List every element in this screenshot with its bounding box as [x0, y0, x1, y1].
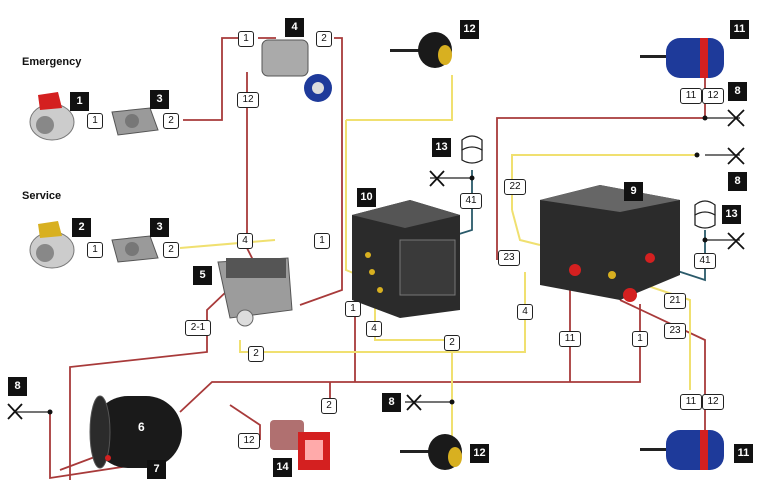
tag-8-left: 8 [8, 377, 27, 396]
tag-12-bottom: 12 [470, 444, 489, 463]
tag-8-right-mid: 8 [728, 172, 747, 191]
brake-chamber-top [390, 32, 452, 68]
relay-valve [217, 257, 293, 327]
port-service-2: 2 [163, 242, 179, 258]
line-filter-emergency [111, 107, 159, 136]
port-5-2-1: 2-1 [185, 320, 211, 336]
tag-3-service: 3 [150, 218, 169, 237]
sensor-13b [694, 200, 716, 229]
port-emergency-1: 1 [87, 113, 103, 129]
port-emergency-2: 2 [163, 113, 179, 129]
tag-2: 2 [72, 218, 91, 237]
port-11top-11: 11 [680, 88, 702, 104]
exhaust-markers [7, 109, 745, 420]
port-14-12: 12 [238, 433, 260, 449]
port-9-21: 21 [664, 293, 686, 309]
port-9-1: 1 [632, 331, 648, 347]
spring-chamber-top [640, 38, 724, 78]
air-tank [89, 395, 182, 469]
port-9-11: 11 [559, 331, 581, 347]
tag-5: 5 [193, 266, 212, 285]
tag-8-right-top: 8 [728, 82, 747, 101]
port-4-1: 1 [238, 31, 254, 47]
port-10-4: 4 [366, 321, 382, 337]
port-5-4: 4 [237, 233, 253, 249]
junction-dots [47, 115, 708, 415]
emergency-coupling [29, 92, 75, 141]
port-4-12: 12 [237, 92, 259, 108]
tag-3-emergency: 3 [150, 90, 169, 109]
ebs-modulator-unit [540, 185, 680, 302]
tag-10: 10 [357, 188, 376, 207]
tag-13-left: 13 [432, 138, 451, 157]
port-11top-12: 12 [702, 88, 724, 104]
port-11bottom-12: 12 [702, 394, 724, 410]
tag-14: 14 [273, 458, 292, 477]
port-9-23: 23 [498, 250, 520, 266]
spring-chamber-bottom [640, 430, 724, 470]
brake-chamber-bottom [400, 434, 462, 470]
port-11bottom-11: 11 [680, 394, 702, 410]
abs-modulator-unit [352, 200, 460, 318]
port-14-2: 2 [321, 398, 337, 414]
service-label: Service [22, 190, 62, 202]
tag-13-right: 13 [722, 205, 741, 224]
tag-4: 4 [285, 18, 304, 37]
park-valve [261, 39, 332, 102]
port-9-4: 4 [517, 304, 533, 320]
tag-7: 7 [147, 460, 166, 479]
port-9-41: 41 [694, 253, 716, 269]
tag-1: 1 [70, 92, 89, 111]
tag-11-top: 11 [730, 20, 749, 39]
port-4-2: 2 [316, 31, 332, 47]
emergency-label: Emergency [22, 56, 82, 68]
tag-9: 9 [624, 182, 643, 201]
service-coupling [29, 221, 75, 269]
port-10-1: 1 [345, 301, 361, 317]
tag-8-bottom: 8 [382, 393, 401, 412]
port-service-1: 1 [87, 242, 103, 258]
port-9-22: 22 [504, 179, 526, 195]
sensor-13a [461, 135, 483, 164]
port-9-23b: 23 [664, 323, 686, 339]
tag-6: 6 [138, 420, 145, 434]
port-mid-2: 2 [444, 335, 460, 351]
tag-12-top: 12 [460, 20, 479, 39]
port-5-2: 2 [248, 346, 264, 362]
line-filter-service [111, 235, 159, 263]
port-10-41: 41 [460, 193, 482, 209]
port-left-1: 1 [314, 233, 330, 249]
hand-control-valve [270, 420, 330, 470]
tag-11-bottom: 11 [734, 444, 753, 463]
